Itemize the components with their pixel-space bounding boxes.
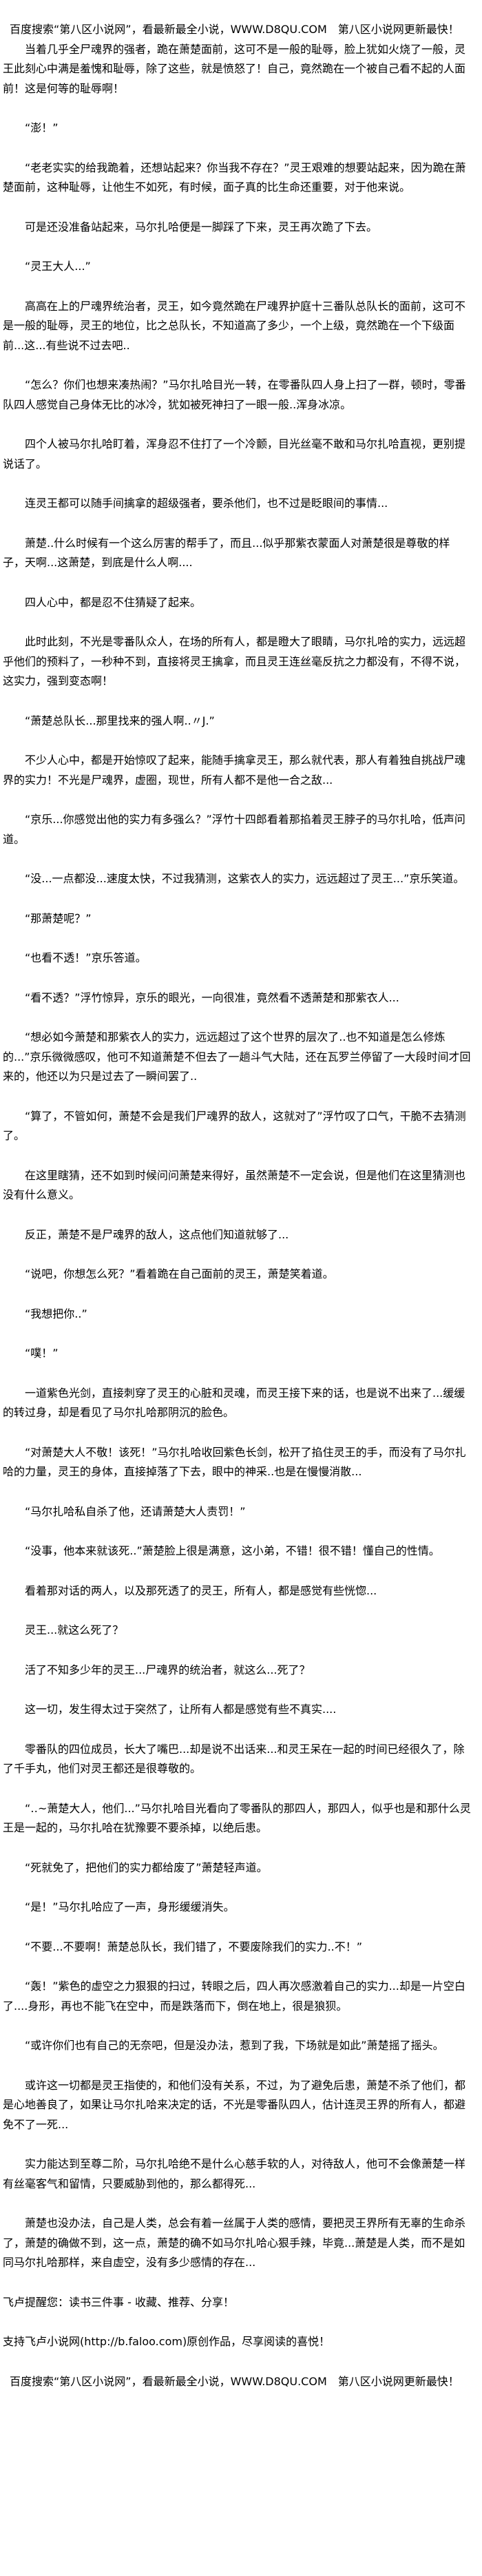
story-paragraph: “轰！”紫色的虚空之力狠狠的扫过，转眼之后，四人再次感激着自己的实力...却是一…: [3, 1980, 465, 2013]
story-paragraph: “不要...不要啊！萧楚总队长，我们错了，不要废除我们的实力..不！”: [25, 1940, 363, 1953]
story-paragraph: “萧楚总队长...那里找来的强人啊..〃J.”: [25, 714, 215, 727]
story-paragraph: 当着几乎全尸魂界的强者，跪在萧楚面前，这可不是一般的耻辱，脸上犹如火烧了一般，灵…: [3, 42, 466, 95]
story-paragraph: 高高在上的尸魂界统治者，灵王，如今竟然跪在尸魂界护庭十三番队总队长的面前，这可不…: [3, 299, 466, 352]
story-paragraph: “噗！”: [25, 1347, 59, 1360]
story-paragraph: “算了，不管如何，萧楚不会是我们尸魂界的敌人，这就对了”浮竹叹了口气，干脆不去猜…: [3, 1109, 466, 1143]
story-paragraph: 反正，萧楚不是尸魂界的敌人，这点他们知道就够了...: [25, 1227, 289, 1241]
story-paragraph: “看不透？”浮竹惊异，京乐的眼光，一向很准，竟然看不透萧楚和那紫衣人...: [25, 990, 399, 1004]
story-paragraph: “没...一点都没...速度太快，不过我猜测，这紫衣人的实力，远远超过了灵王..…: [25, 872, 465, 885]
story-paragraph: “也看不透！”京乐答道。: [25, 951, 147, 964]
story-paragraph: “死就免了，把他们的实力都给废了”萧楚轻声道。: [25, 1860, 268, 1874]
story-paragraph: “怎么？你们也想来凑热闹？”马尔扎哈目光一转，在零番队四人身上扫了一群，顿时，零…: [3, 378, 466, 411]
story-paragraph: 不少人心中，都是开始惊叹了起来，能随手擒拿灵王，那么就代表，那人有着独自挑战尸魂…: [3, 754, 466, 787]
story-paragraph: “马尔扎哈私自杀了他，还请萧楚大人责罚！”: [25, 1504, 246, 1518]
story-paragraph: “想必如今萧楚和那紫衣人的实力，远远超过了这个世界的层次了..也不知道是怎么修炼…: [3, 1030, 471, 1083]
story-paragraph: 或许这一切都是灵王指使的，和他们没有关系，不过，为了避免后患，萧楚不杀了他们，都…: [3, 2078, 466, 2131]
story-paragraph: 四人心中，都是忍不住猜疑了起来。: [25, 595, 202, 609]
story-paragraph: “澎！”: [25, 121, 59, 134]
story-paragraph: 萧楚..什么时候有一个这么厉害的帮手了，而且...似乎那紫衣蒙面人对萧楚很是尊敬…: [3, 536, 450, 570]
story-paragraph: 萧楚也没办法，自己是人类，总会有着一丝属于人类的感情，要把灵王界所有无辜的生命杀…: [3, 2216, 466, 2269]
story-paragraph: 在这里瞎猜，还不如到时候问问萧楚来得好，虽然萧楚不一定会说，但是他们在这里猜测也…: [3, 1168, 466, 1202]
site-banner-top: 百度搜索“第八区小说网”，看最新最全小说，WWW.D8QU.COM 第八区小说网…: [10, 23, 459, 36]
story-paragraph: “或许你们也有自己的无奈吧，但是没办法，惹到了我，下场就是如此”萧楚摇了摇头。: [25, 2039, 444, 2052]
story-paragraph: 活了不知多少年的灵王...尸魂界的统治者，就这么...死了？: [25, 1663, 311, 1676]
story-paragraph: 实力能达到至尊二阶，马尔扎哈绝不是什么心慈手软的人，对待敌人，他可不会像萧楚一样…: [3, 2157, 466, 2190]
story-paragraph: 灵王...就这么死了？: [25, 1623, 124, 1637]
story-paragraph: “京乐...你感觉出他的实力有多强么？”浮竹十四郎看着那掐着灵王脖子的马尔扎哈，…: [3, 813, 465, 846]
story-paragraph: “没事，他本来就该死..”萧楚脸上很是满意，这小弟，不错！很不错！懂自己的性情。: [25, 1544, 440, 1557]
chapter-page: 百度搜索“第八区小说网”，看最新最全小说，WWW.D8QU.COM 第八区小说网…: [3, 23, 471, 2388]
story-paragraph: 一道紫色光剑，直接刺穿了灵王的心脏和灵魂，而灵王接下来的话，也是说不出来了...…: [3, 1386, 465, 1420]
story-paragraph: “我想把你..”: [25, 1307, 87, 1320]
story-paragraph: 这一切，发生得太过于突然了，让所有人都是感觉有些不真实....: [25, 1703, 337, 1716]
story-paragraph: 可是还没准备站起来，马尔扎哈便是一脚踩了下来，灵王再次跪了下去。: [25, 220, 378, 233]
story-paragraph: “是！”马尔扎哈应了一声，身形缓缓消失。: [25, 1900, 235, 1913]
story-paragraph: “对萧楚大人不敬！该死！”马尔扎哈收回紫色长剑，松开了掐住灵王的手，而没有了马尔…: [3, 1445, 466, 1479]
story-paragraph: “灵王大人...”: [25, 260, 91, 273]
story-paragraph: 连灵王都可以随手间擒拿的超级强者，要杀他们，也不过是眨眼间的事情...: [25, 497, 388, 510]
story-paragraph: 此时此刻，不光是零番队众人，在场的所有人，都是瞪大了眼睛，马尔扎哈的实力，远远超…: [3, 635, 466, 687]
story-paragraph: “说吧，你想怎么死？”看着跪在自己面前的灵王，萧楚笑着道。: [25, 1267, 334, 1280]
story-paragraph: “‥~萧楚大人，他们...”马尔扎哈目光看向了零番队的那四人，那四人，似乎也是和…: [3, 1801, 471, 1835]
story-paragraph: “那萧楚呢？”: [25, 911, 92, 925]
story-paragraph: 看着那对话的两人，以及那死透了的灵王，所有人，都是感觉有些恍惚...: [25, 1583, 377, 1597]
story-paragraph: 零番队的四位成员，长大了嘴巴...却是说不出话来...和灵王呆在一起的时间已经很…: [3, 1742, 465, 1776]
chapter-body: 当着几乎全尸魂界的强者，跪在萧楚面前，这可不是一般的耻辱，脸上犹如火烧了一般，灵…: [3, 40, 471, 2273]
story-paragraph: “老老实实的给我跪着，还想站起来？你当我不存在？”灵王艰难的想要站起来，因为跪在…: [3, 160, 466, 194]
footer-reminder: 飞卢提醒您：读书三件事 - 收藏、推荐、分享！: [3, 2295, 234, 2309]
story-paragraph: 四个人被马尔扎哈盯着，浑身忍不住打了一个冷颤，目光丝毫不敢和马尔扎哈直视，更别提…: [3, 437, 466, 470]
site-banner-bottom: 百度搜索“第八区小说网”，看最新最全小说，WWW.D8QU.COM 第八区小说网…: [10, 2374, 459, 2388]
footer-support-link[interactable]: 支持飞卢小说网(http://b.faloo.com)原创作品，尽享阅读的喜悦！: [3, 2335, 331, 2348]
